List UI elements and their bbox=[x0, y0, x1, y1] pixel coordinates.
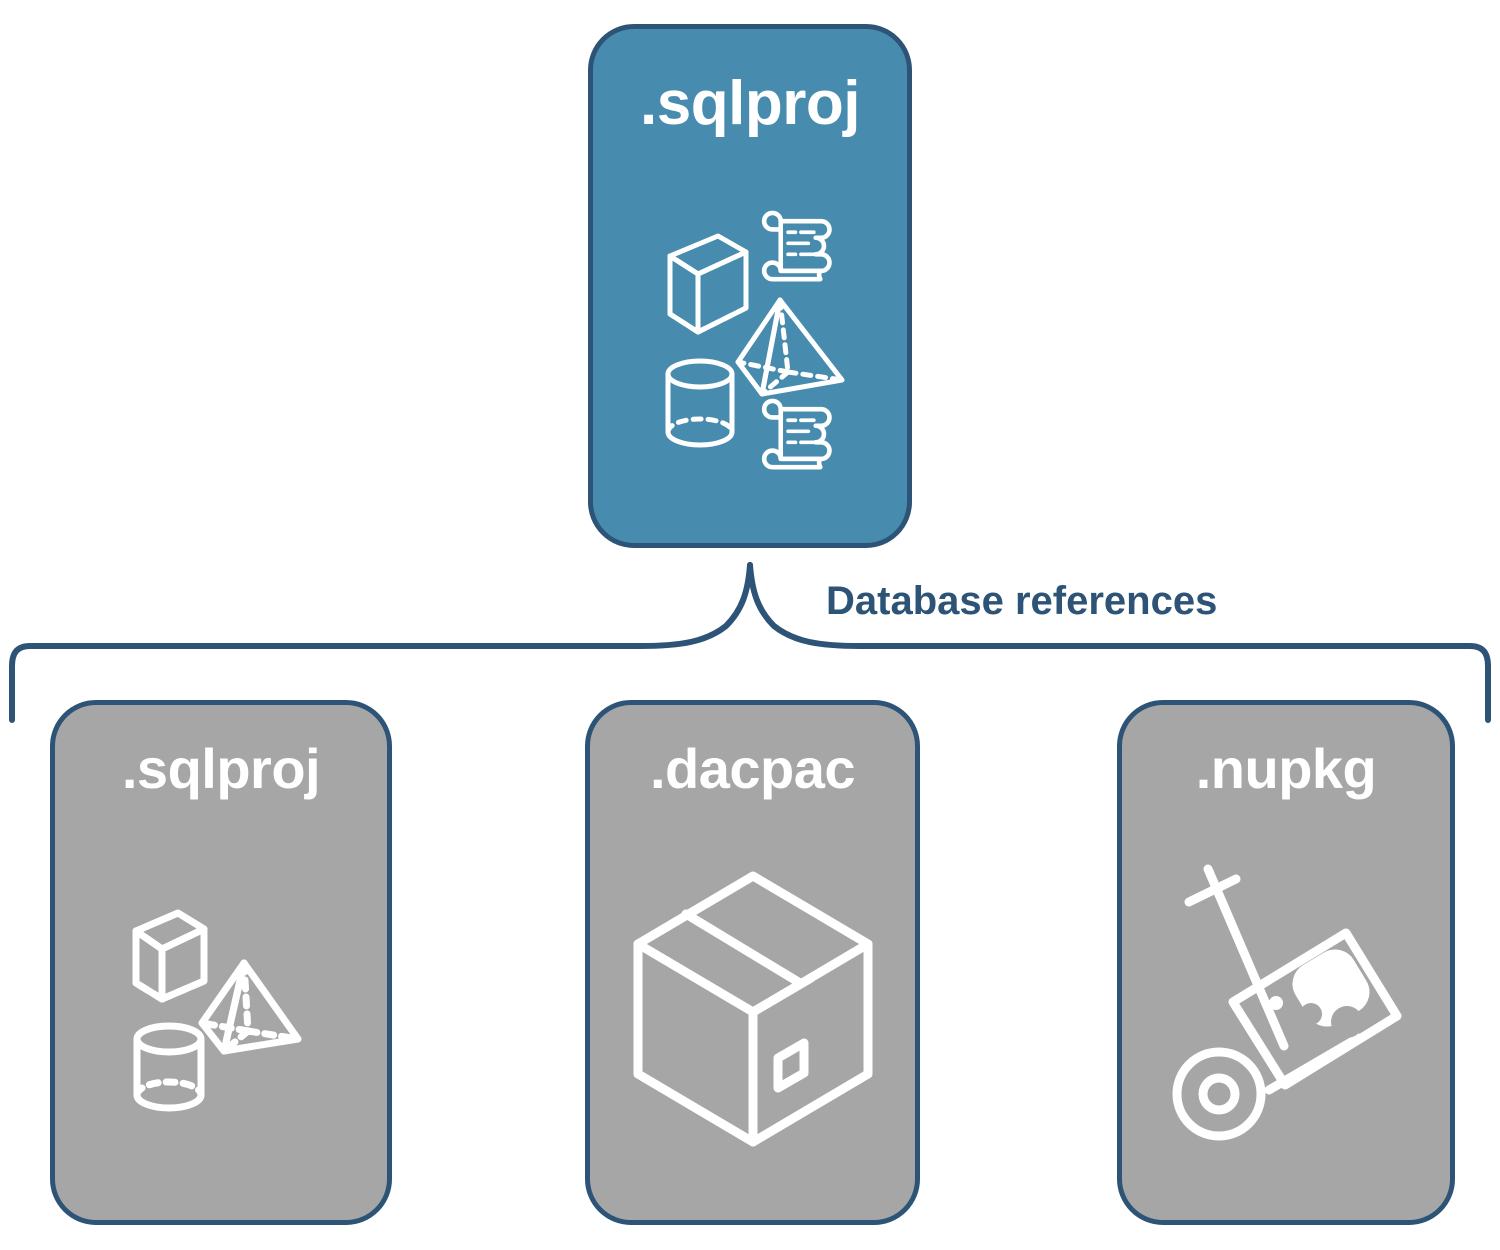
card-sqlproj-source[interactable]: .sqlproj bbox=[588, 24, 912, 548]
pyramid-icon bbox=[198, 959, 302, 1055]
cube-icon bbox=[667, 233, 749, 335]
card-art-dacpac bbox=[590, 797, 915, 1220]
card-art-sqlproj-source bbox=[593, 135, 907, 543]
card-title-dacpac: .dacpac bbox=[649, 737, 856, 800]
sqlproj-shapes-group bbox=[665, 210, 845, 470]
cylinder-icon bbox=[665, 358, 735, 448]
bracket-label: Database references bbox=[816, 578, 1228, 624]
card-reference-nupkg[interactable]: .nupkg bbox=[1117, 700, 1455, 1225]
cube-icon bbox=[132, 909, 208, 1003]
card-reference-dacpac[interactable]: .dacpac bbox=[585, 700, 920, 1225]
scroll-icon bbox=[761, 398, 832, 470]
card-reference-sqlproj[interactable]: .sqlproj bbox=[50, 700, 392, 1225]
card-title-nupkg: .nupkg bbox=[1195, 737, 1377, 800]
cylinder-icon bbox=[133, 1022, 205, 1112]
nuget-package-icon bbox=[1228, 928, 1402, 1089]
package-box-icon bbox=[633, 871, 872, 1147]
card-title-sqlproj-reference: .sqlproj bbox=[121, 737, 321, 800]
card-art-nupkg bbox=[1122, 797, 1450, 1220]
card-title-sqlproj-source: .sqlproj bbox=[640, 69, 860, 138]
card-art-sqlproj-reference bbox=[55, 797, 387, 1220]
pyramid-icon bbox=[735, 297, 845, 397]
nupkg-art-group bbox=[1172, 864, 1402, 1140]
hand-truck-icon bbox=[1172, 864, 1363, 1140]
sqlproj-reference-shapes-group bbox=[132, 909, 302, 1112]
scroll-icon bbox=[761, 210, 832, 282]
